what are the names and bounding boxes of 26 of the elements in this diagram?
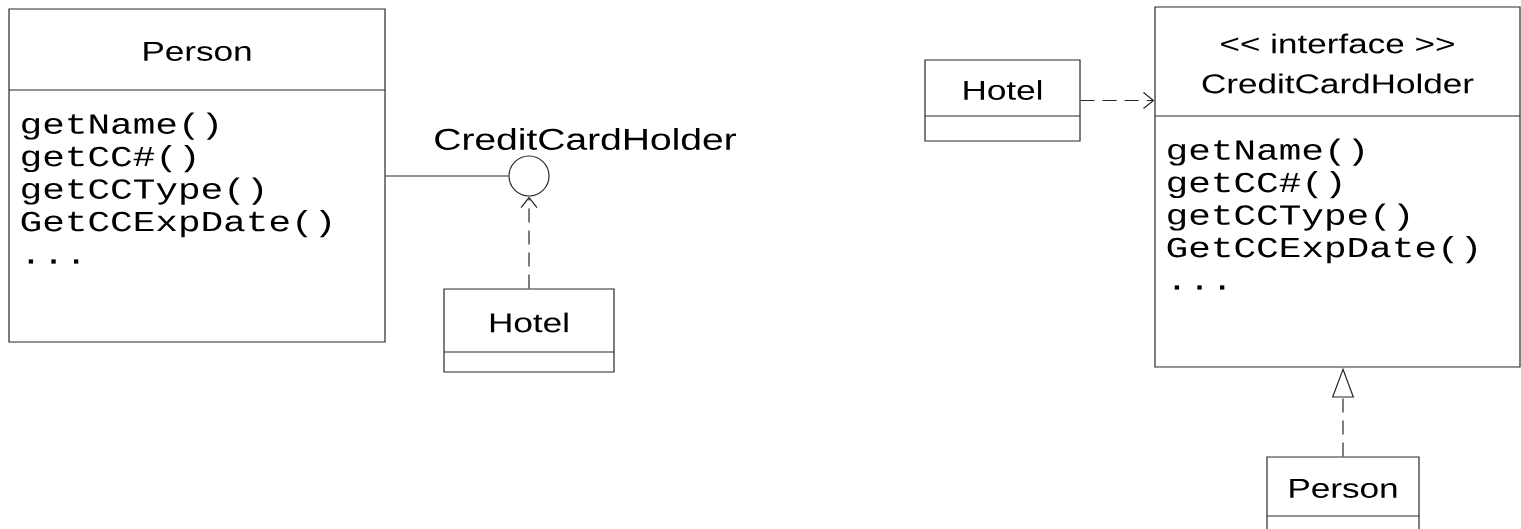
method-list: getName() getCC#() getCCType() GetCCExpDate() ... — [1167, 138, 1476, 290]
interface-label: CreditCardHolder — [435, 128, 736, 150]
arrow — [520, 196, 538, 289]
class-box — [8, 8, 386, 343]
class-name: Hotel — [964, 80, 1042, 100]
node-label: GetCCExpDate() — [1167, 236, 1476, 264]
node-label: getCC#() — [22, 145, 195, 173]
node-label: getName() — [1168, 138, 1363, 166]
node-label: GetCCExpDate() — [21, 210, 330, 238]
arrow — [1080, 91, 1155, 110]
node-label: ... — [1174, 285, 1225, 290]
node-label: getCCType() — [22, 177, 263, 205]
connector-line — [385, 175, 509, 177]
node-label: getName() — [22, 112, 217, 140]
class-box — [924, 59, 1081, 142]
class-box — [443, 288, 615, 373]
class-name: Person — [144, 42, 251, 61]
class-box — [1266, 456, 1420, 529]
class-box — [1154, 6, 1521, 368]
class-name: Hotel — [490, 312, 568, 333]
class-name: Person — [1290, 479, 1397, 498]
node-label: ... — [28, 259, 79, 264]
class-name: << interface >> CreditCardHolder — [1202, 33, 1474, 94]
node-label: getCCType() — [1168, 203, 1409, 231]
method-list: getName() getCC#() getCCType() GetCCExpDate() ... — [21, 112, 330, 264]
node-label: getCC#() — [1168, 171, 1341, 199]
